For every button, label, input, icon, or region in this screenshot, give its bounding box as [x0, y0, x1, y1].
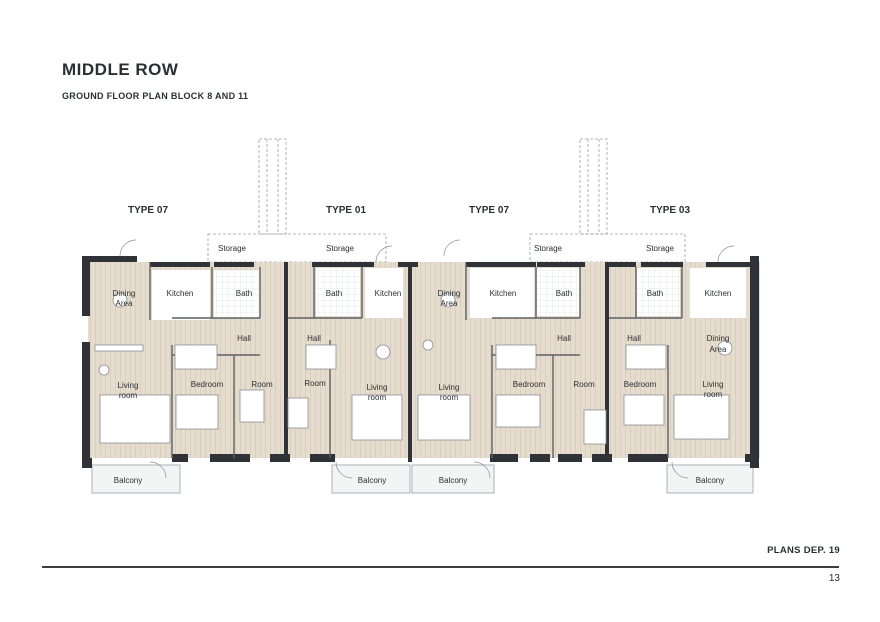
room-label-living: Living [118, 381, 139, 390]
interior-walls [149, 262, 683, 458]
furniture [94, 292, 733, 445]
type-label: TYPE 01 [326, 205, 366, 216]
room-label-kitchen: Kitchen [375, 289, 402, 298]
type-label: TYPE 03 [650, 205, 690, 216]
room-label-kitchen: Kitchen [705, 289, 732, 298]
room-label-bath: Bath [326, 289, 342, 298]
room-label-bedroom: Bedroom [624, 380, 657, 389]
room-label-bedroom: Bedroom [513, 380, 546, 389]
room-label-living: room [119, 391, 138, 400]
page-title: MIDDLE ROW [62, 60, 179, 79]
room-label-hall: Hall [237, 334, 251, 343]
room-label-hall: Hall [627, 334, 641, 343]
room-label-bedroom: Bedroom [191, 380, 224, 389]
footer-label: PLANS DEP. 19 [767, 545, 840, 556]
footer-divider [42, 566, 839, 568]
room-label-bath: Bath [647, 289, 663, 298]
door-swings [119, 239, 735, 479]
room-label-storage: Storage [218, 244, 247, 253]
room-label-living: room [440, 393, 459, 402]
room-label-dining: Dining [113, 289, 136, 298]
exterior-walls [82, 256, 759, 468]
room-label-bath: Bath [236, 289, 252, 298]
room-label-balcony: Balcony [114, 476, 142, 485]
room-label-balcony: Balcony [358, 476, 386, 485]
party-walls [284, 262, 609, 462]
type-label: TYPE 07 [469, 205, 509, 216]
room-label-hall: Hall [557, 334, 571, 343]
room-label-dining: Area [441, 299, 458, 308]
room-label-living: Living [367, 383, 388, 392]
room-label-living: room [368, 393, 387, 402]
room-label-storage: Storage [646, 244, 675, 253]
room-label-storage: Storage [326, 244, 355, 253]
room-label-room: Room [251, 380, 273, 389]
room-label-kitchen: Kitchen [490, 289, 517, 298]
room-label-balcony: Balcony [696, 476, 724, 485]
room-label-living: Living [703, 380, 724, 389]
balconies [91, 464, 754, 494]
page-subtitle: GROUND FLOOR PLAN BLOCK 8 AND 11 [62, 91, 249, 101]
page-number: 13 [828, 573, 840, 584]
type-label: TYPE 07 [128, 205, 168, 216]
room-label-dining: Dining [707, 334, 730, 343]
room-label-room: Room [573, 380, 595, 389]
room-label-dining: Area [116, 299, 133, 308]
room-label-living: room [704, 390, 723, 399]
room-label-bath: Bath [556, 289, 572, 298]
room-label-hall: Hall [307, 334, 321, 343]
storage-corridors [207, 138, 686, 263]
room-label-living: Living [439, 383, 460, 392]
room-label-balcony: Balcony [439, 476, 467, 485]
room-label-room: Room [304, 379, 326, 388]
room-label-dining: Dining [438, 289, 461, 298]
room-label-storage: Storage [534, 244, 563, 253]
room-label-dining: Area [710, 345, 727, 354]
room-label-kitchen: Kitchen [167, 289, 194, 298]
